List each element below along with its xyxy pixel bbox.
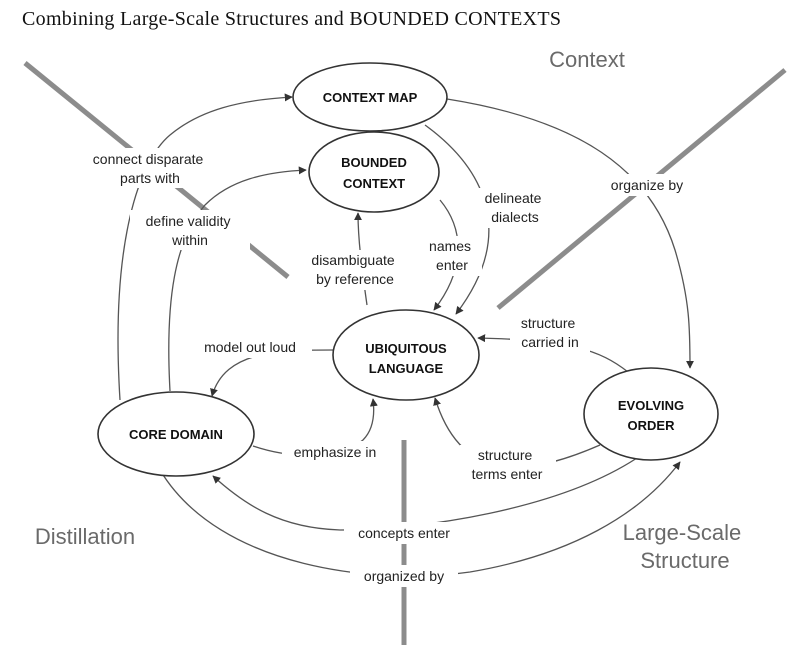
edge-label-line: terms enter [472, 466, 543, 482]
edge-connect-disparate [117, 93, 293, 401]
region-label-distillation: Distillation [35, 524, 135, 549]
node-ubiquitous-language: UBIQUITOUS LANGUAGE [332, 309, 480, 401]
edge-label-connect-disparate: connect disparate parts with [93, 151, 207, 186]
edge-organize-by [446, 98, 694, 369]
node-evolving-order: EVOLVING ORDER [583, 367, 719, 461]
node-label: CORE DOMAIN [129, 427, 223, 442]
edge-organized-by [159, 461, 681, 577]
edge-label-line: carried in [521, 334, 579, 350]
edge-label-model-out-loud: model out loud [204, 339, 296, 355]
region-label-line: Structure [640, 548, 729, 573]
edge-label-define-validity: define validity within [146, 213, 235, 248]
node-label: CONTEXT MAP [323, 90, 418, 105]
region-label-large-scale-structure: Large-Scale Structure [623, 520, 748, 573]
edge-label-delineate-dialects: delineate dialects [485, 190, 546, 225]
edge-label-line: dialects [491, 209, 538, 225]
node-label: ORDER [628, 418, 676, 433]
edge-concepts-enter [212, 455, 641, 531]
node-context-map: CONTEXT MAP [292, 62, 448, 132]
edge-label-line: structure [521, 315, 576, 331]
edge-label-emphasize-in: emphasize in [294, 444, 377, 460]
edge-label-concepts-enter: concepts enter [358, 525, 450, 541]
edge-label-organized-by: organized by [364, 568, 444, 584]
node-core-domain: CORE DOMAIN [97, 391, 255, 477]
edge-label-disambiguate: disambiguate by reference [311, 252, 398, 287]
edge-label-line: delineate [485, 190, 542, 206]
edge-label-structure-terms-enter: structure terms enter [472, 447, 543, 482]
node-label: CONTEXT [343, 176, 405, 191]
edge-label-line: parts with [120, 170, 180, 186]
edge-label-line: by reference [316, 271, 394, 287]
edge-label-organize-by: organize by [611, 177, 683, 193]
node-label: LANGUAGE [369, 361, 444, 376]
edge-labels: connect disparate parts with define vali… [80, 148, 696, 587]
node-label: EVOLVING [618, 398, 684, 413]
node-label: UBIQUITOUS [365, 341, 447, 356]
edge-label-line: connect disparate [93, 151, 204, 167]
edge-label-line: names [429, 238, 471, 254]
region-label-line: Large-Scale [623, 520, 742, 545]
edge-label-line: define validity [146, 213, 231, 229]
edge-label-line: within [171, 232, 208, 248]
node-bounded-context: BOUNDED CONTEXT [308, 131, 440, 213]
edge-label-structure-carried-in: structure carried in [521, 315, 579, 350]
edge-label-names-enter: names enter [429, 238, 475, 273]
edge-label-line: enter [436, 257, 468, 273]
region-label-context: Context [549, 47, 625, 72]
node-label: BOUNDED [341, 155, 407, 170]
page-title: Combining Large-Scale Structures and BOU… [22, 8, 562, 30]
edge-label-line: structure [478, 447, 533, 463]
edge-label-line: disambiguate [311, 252, 394, 268]
